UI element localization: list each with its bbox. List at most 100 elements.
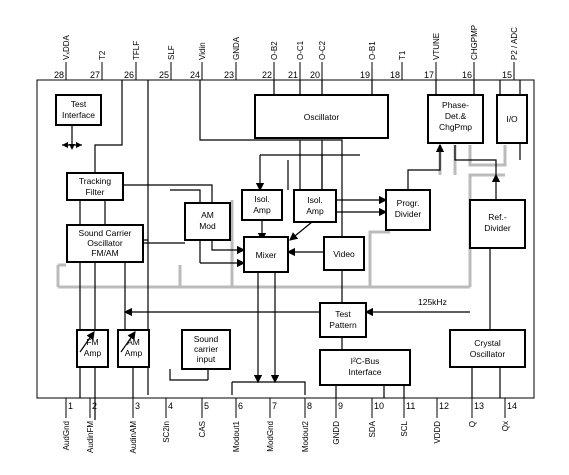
bottom-pin-number-7: 7 — [272, 401, 277, 411]
block-mixer — [243, 236, 289, 273]
top-pin-label-23: GNDA — [232, 36, 241, 60]
top-pin-label-22: O-B2 — [270, 41, 279, 60]
bottom-pin-number-13: 13 — [474, 401, 484, 411]
label-sound-osc-2: Oscillator — [87, 238, 123, 248]
bottom-pin-label-14: Qx — [501, 421, 510, 431]
label-sci-2: carrier — [194, 344, 218, 354]
top-pin-number-27: 27 — [90, 70, 100, 80]
block-progr-divider — [385, 189, 431, 231]
bottom-pin-label-8: Modout2 — [301, 420, 310, 452]
label-am-mod-2: Mod — [199, 221, 216, 231]
bottom-pin-label-1: AudGnd — [62, 421, 71, 450]
amp-tuning-arrows — [79, 331, 136, 353]
label-test-pattern-1: Test — [335, 309, 351, 319]
top-pin-label-25: SLF — [167, 45, 176, 60]
blocks: Test Interface Oscillator Phase- Det.& C… — [55, 94, 528, 386]
top-pin-number-26: 26 — [124, 70, 134, 80]
label-io: I/O — [506, 114, 518, 124]
top-pin-number-19: 19 — [360, 70, 370, 80]
block-test-pattern — [319, 302, 367, 338]
bottom-pin-label-6: Modout1 — [232, 420, 241, 452]
label-am-amp-1: AM — [127, 337, 140, 347]
bottom-pin-number-8: 8 — [307, 401, 312, 411]
bottom-pin-number-4: 4 — [168, 401, 173, 411]
block-io — [496, 94, 528, 144]
block-test-interface — [55, 94, 102, 126]
label-progr-divider-1: Progr. — [397, 198, 420, 208]
top-pin-number-25: 25 — [159, 70, 169, 80]
top-pin-number-20: 20 — [310, 70, 320, 80]
bottom-pin-number-1: 1 — [68, 401, 73, 411]
label-tracking-filter-2: Filter — [86, 187, 105, 197]
label-sound-osc-1: Sound Carrier — [79, 228, 132, 238]
label-am-mod-1: AM — [201, 210, 214, 220]
bottom-pin-label-2: AudinFM — [86, 421, 95, 453]
top-pin-label-28: VₓDDA — [62, 34, 71, 60]
block-oscillator — [254, 94, 389, 139]
label-phase-det-2: Det.& — [445, 111, 467, 121]
bottom-pin-label-10: SDA — [368, 420, 377, 437]
block-ref-divider — [469, 199, 526, 249]
top-pin-label-19: O-B1 — [368, 41, 377, 60]
bottom-pin-label-4: SC2in — [162, 421, 171, 443]
label-sci-3: input — [197, 354, 216, 364]
label-sound-osc-3: FM/AM — [91, 248, 118, 258]
block-sound-carrier-input — [181, 329, 231, 370]
bottom-pin-label-3: AudinAM — [129, 421, 138, 454]
label-test-pattern-2: Pattern — [329, 320, 357, 330]
block-tracking-filter — [66, 172, 124, 201]
bottom-pin-label-9: GNDD — [332, 421, 341, 445]
label-sci-1: Sound — [194, 334, 219, 344]
bottom-pin-label-11: SCL — [400, 420, 409, 436]
bottom-pin-number-6: 6 — [238, 401, 243, 411]
test-interface-arrows — [62, 142, 82, 150]
top-pin-label-20: O-C2 — [318, 40, 327, 60]
bottom-pin-label-13: Q — [468, 421, 477, 427]
top-pin-label-24: Vidin — [198, 42, 207, 60]
bottom-pins: 1AudGnd2AudinFM3AudinAM4SC2in5CAS6Modout… — [62, 398, 517, 453]
label-isol-amp-1-1: Isol. — [254, 194, 270, 204]
bottom-pin-number-3: 3 — [135, 401, 140, 411]
top-pin-number-28: 28 — [54, 70, 64, 80]
top-pin-number-22: 22 — [262, 70, 272, 80]
label-test-interface-1: Test — [71, 99, 87, 109]
top-pin-label-16: CHGPMP — [470, 25, 479, 60]
block-am-mod — [184, 202, 231, 241]
top-pin-label-15: P2 / ADC — [510, 27, 519, 60]
top-pin-label-27: T2 — [98, 50, 107, 60]
block-sound-osc — [66, 224, 144, 263]
top-pin-number-15: 15 — [502, 70, 512, 80]
bottom-pin-number-5: 5 — [204, 401, 209, 411]
top-pins: 28 VₓDDA 27 T2 26 TFLF 25 SLF 24 Vidin 23 GNDA 22 O-B… — [54, 25, 519, 80]
top-pin-number-24: 24 — [190, 70, 200, 80]
top-pin-label-26: TFLF — [132, 41, 141, 60]
label-phase-det-1: Phase- — [442, 100, 469, 110]
top-pin-number-23: 23 — [224, 70, 234, 80]
chip-outline — [36, 79, 535, 399]
bottom-pin-number-10: 10 — [374, 401, 384, 411]
label-mixer: Mixer — [256, 250, 277, 260]
block-crystal — [449, 329, 526, 368]
label-crystal-2: Oscillator — [470, 349, 506, 359]
bottom-pin-number-11: 11 — [406, 401, 415, 411]
label-progr-divider-2: Divider — [395, 209, 422, 219]
label-oscillator: Oscillator — [304, 112, 340, 122]
top-pin-number-16: 16 — [462, 70, 472, 80]
label-i2c-1: I²C-Bus — [351, 356, 380, 366]
top-pin-number-17: 17 — [424, 70, 434, 80]
bottom-pin-label-12: VDDD — [433, 421, 442, 444]
label-ref-divider-2: Divider — [484, 223, 511, 233]
block-isol-amp-1 — [241, 189, 283, 221]
bottom-pin-label-7: ModGnd — [266, 421, 275, 452]
label-phase-det-3: ChgPmp — [439, 122, 472, 132]
block-video — [323, 236, 365, 271]
label-am-amp-2: Amp — [125, 348, 143, 358]
label-test-interface-2: Interface — [62, 110, 95, 120]
label-crystal-1: Crystal — [474, 338, 501, 348]
label-isol-amp-2-2: Amp — [306, 206, 324, 216]
label-video: Video — [333, 249, 355, 259]
top-pin-label-17: VTUNE — [432, 33, 441, 60]
label-isol-amp-1-2: Amp — [253, 205, 271, 215]
label-ref-divider-1: Ref.- — [488, 212, 507, 222]
